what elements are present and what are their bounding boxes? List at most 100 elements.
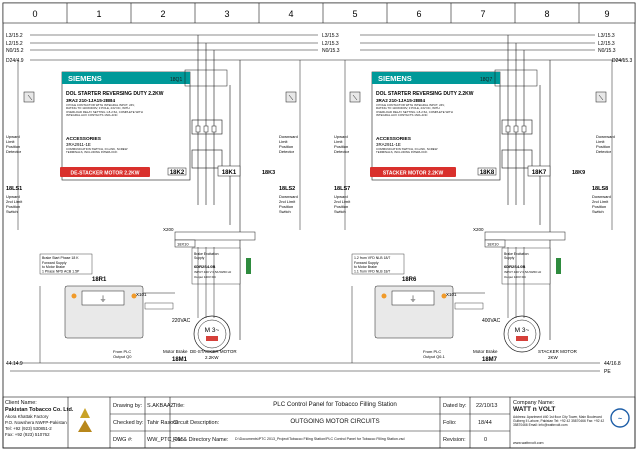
accessories-notes-left: COMMUNICATION SWITCH, IO-LINK, SCREW TER…	[66, 148, 128, 155]
company-address: Address: Apartment #40 1st floor City To…	[513, 415, 605, 427]
plug-text-2-left: Supply	[194, 256, 205, 260]
checked-by-label: Checked by:	[113, 420, 144, 426]
switch-upward-label-3-right: Position	[334, 144, 348, 149]
motor-symbol-left: M 3~	[205, 327, 220, 334]
rail-label-l2-right: L2/15.3	[598, 41, 615, 47]
starter-notes-right: 3 POLE CONTACTOR WITH INTEGRAL INPUT, 24…	[376, 104, 453, 118]
folio-value: 18/44	[478, 420, 492, 426]
rail-label-n0-right: N0/15.3	[598, 48, 616, 54]
switch-upward-label-1-right: Upward	[334, 134, 348, 139]
switch-downward-label-4-right: Detector	[596, 149, 612, 154]
relay-note-1-left: Brake Start Phase 18 K	[42, 256, 79, 260]
switch-2nd-up-label-2-right: 2nd Limit	[334, 199, 351, 204]
switch-downward-label-2-left: Limit	[279, 139, 288, 144]
column-label-3: 3	[224, 9, 229, 19]
column-label-7: 7	[480, 9, 485, 19]
switch-downward-label-1-left: Downward	[279, 134, 298, 139]
column-label-4: 4	[288, 9, 293, 19]
motor-name-left: DE-STACKER MOTOR	[190, 349, 237, 354]
switch-upward-label-2-left: Limit	[6, 139, 15, 144]
drawn-by-label: Drawing by:	[113, 403, 143, 409]
motor-name-right: STACKER MOTOR	[538, 349, 578, 354]
client-address-1: Akora Khattak Factory	[5, 414, 49, 419]
dwg-number-value: WW_PTC_065	[147, 437, 184, 443]
switch-2nd-up-label-4-right: Switch	[334, 209, 346, 214]
starter-part-right: 3RA2 210-1JA15-2BB4	[376, 98, 425, 103]
switch-2nd-up-label-2-left: 2nd Limit	[6, 199, 23, 204]
switch-upward-label-4-left: Detector	[6, 149, 22, 154]
plug-text-5-right: Output 160V DC	[504, 275, 527, 279]
switch-2nd-up-label-1-left: Upward	[6, 194, 20, 199]
rail-label-d24-right: D24/15.3	[612, 58, 633, 64]
column-label-9: 9	[604, 9, 609, 19]
svg-text:⏚: ⏚	[410, 295, 417, 303]
switch-2nd-down-label-2-left: 2nd Limit	[279, 199, 296, 204]
contactor-k2-left: 18K2	[170, 170, 185, 176]
voltage-label-left: 220VAC	[172, 318, 191, 324]
plug-text-1-right: Brake Excitation	[504, 252, 529, 256]
column-label-1: 1	[96, 9, 101, 19]
plug-text-2-right: Supply	[504, 256, 515, 260]
drawn-by-value: S.AKBAAZ	[147, 403, 174, 409]
switch-2nd-down-label-4-right: Switch	[592, 209, 604, 214]
from-plc-left: From PLC	[113, 349, 131, 354]
plug-text-1-left: Brake Excitation	[194, 252, 219, 256]
terminal-strip-left: X200	[163, 227, 174, 232]
relay-note-3-right: to Motor Brake	[354, 265, 377, 269]
rail-labels: L3/15.2 L2/15.2 N0/15.2 D24/4.9 L3/15.3 …	[6, 33, 633, 375]
motor-banner-text-right: STACKER MOTOR 2.2KW	[383, 171, 444, 177]
motor-banner-left	[60, 167, 150, 177]
revision-label: Revision:	[443, 437, 466, 443]
switch-upward-label-1-left: Upward	[6, 134, 20, 139]
relay-note-2-left: Forward Supply	[42, 261, 67, 265]
contactor-k2-right: 18K8	[480, 170, 495, 176]
plug-text-5-left: Output 160V DC	[194, 275, 217, 279]
switch-2nd-down-label-1-left: Downward	[279, 194, 298, 199]
plug-ref-right: 18X10	[487, 242, 499, 247]
accessories-label-left: ACCESSORIES	[66, 136, 102, 142]
rail-label-d24-left: D24/4.9	[6, 58, 24, 64]
svg-text:~: ~	[618, 416, 622, 423]
rail-label-l3-left: L3/15.2	[6, 33, 23, 39]
accessories-part-right: 3RA2911-1E	[376, 142, 401, 147]
brake-indicator-left	[206, 336, 218, 341]
company-label: Company Name:	[513, 400, 555, 406]
brake-ref-left: 18M1	[172, 357, 188, 363]
column-header: 0 1 2 3 4 5 6 7 8 9	[2, 2, 636, 24]
switch-2nd-up-label-3-right: Position	[334, 204, 348, 209]
dated-by-value: 22/10/13	[476, 403, 498, 409]
x101-label-left: X101	[136, 292, 147, 297]
rail-label-l3-right: L3/15.3	[598, 33, 615, 39]
company-website[interactable]: www.wattnvolt.com	[513, 441, 544, 445]
sheet-border	[2, 2, 636, 449]
motor-banner-text-left: DE-STACKER MOTOR 2.2KW	[71, 171, 140, 177]
switch-2nd-down-label-1-right: Downward	[592, 194, 611, 199]
rail-label-l3-mid: L3/15.3	[322, 33, 339, 39]
supply-rails	[10, 34, 625, 372]
contactor-k1-left: 18K1	[222, 170, 237, 176]
column-label-5: 5	[352, 9, 357, 19]
limit-switch-ref-1-right: 18LS7	[334, 186, 350, 192]
accessories-label-right: ACCESSORIES	[376, 136, 412, 142]
switch-2nd-down-label-2-right: 2nd Limit	[592, 199, 609, 204]
checked-by-value: Tahir Rasool	[147, 420, 178, 426]
voltage-label-right: 400VAC	[482, 318, 501, 324]
switch-downward-label-4-left: Detector	[279, 149, 295, 154]
contactor-k1-right: 18K7	[532, 170, 547, 176]
plug-module-left	[246, 258, 251, 274]
motor-kw-left: 2.2KW	[205, 355, 219, 360]
starter-title-right: DOL STARTER REVERSING DUTY 2.2KW	[376, 91, 474, 97]
plug-text-4-right: INPUT 400 V 0,5A 50/60 Hz	[504, 270, 542, 274]
rail-label-l2-mid: L2/15.3	[322, 41, 339, 47]
relay-note-1-right: 1.2 from VFD NLB 18/7	[354, 256, 390, 260]
relay-note-4-left: 1 Phase NPD ACB 1.5P	[42, 270, 80, 274]
column-label-0: 0	[32, 9, 37, 19]
client-telephone: Tel: +92 (923) 530851-2	[5, 426, 52, 431]
limit-switch-ref-1-left: 18LS1	[6, 186, 22, 192]
title-block	[2, 396, 636, 449]
plug-text-3-left: 6DR2S4.0B	[194, 264, 215, 269]
folio-label: Folio:	[443, 420, 457, 426]
client-label: Client Name:	[5, 400, 37, 406]
